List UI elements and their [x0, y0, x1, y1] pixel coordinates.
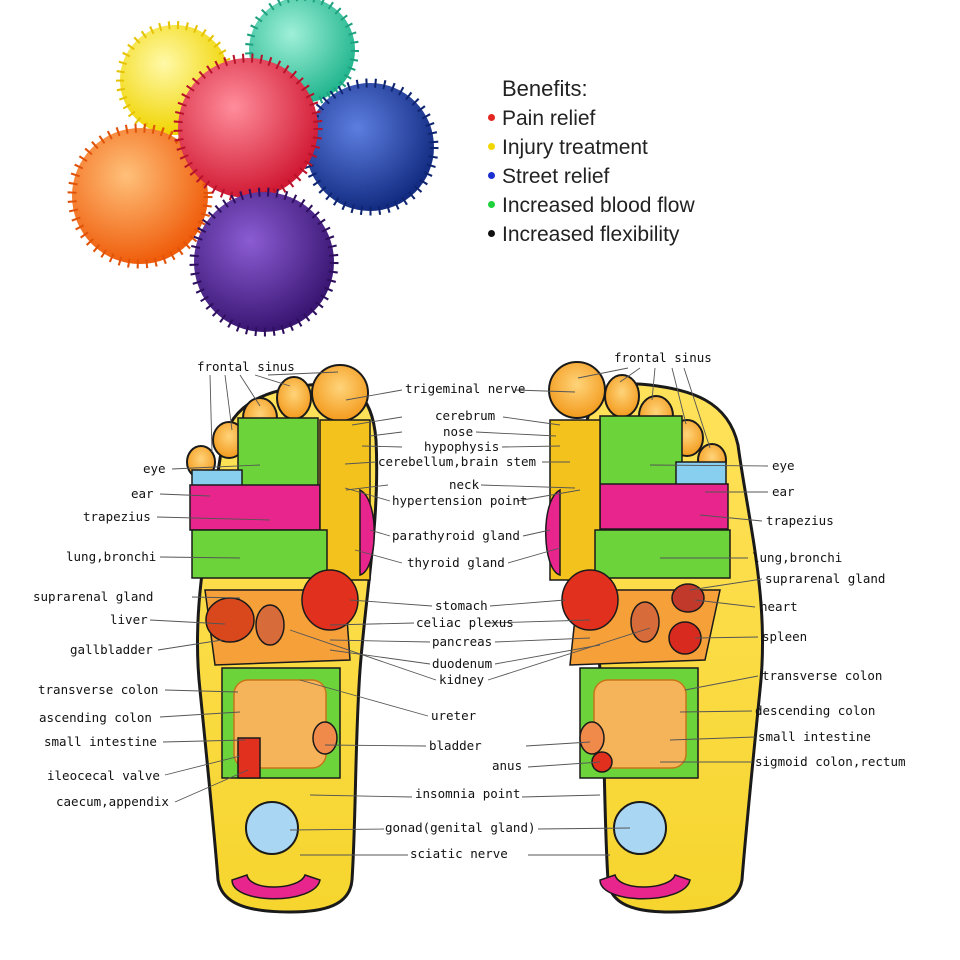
label-suprarenal-gland-right: suprarenal gland — [765, 571, 885, 586]
label-transverse-colon-left: transverse colon — [38, 682, 158, 697]
label-hypertension-point: hypertension point — [392, 493, 527, 508]
benefit-item: Increased flexibility — [488, 220, 695, 249]
label-lung-bronchi-left: lung,bronchi — [66, 549, 156, 564]
label-thyroid-gland: thyroid gland — [407, 555, 505, 570]
label-trapezius-left: trapezius — [83, 509, 151, 524]
label-ear-right: ear — [772, 484, 795, 499]
label-trigeminal-nerve: trigeminal nerve — [405, 381, 525, 396]
label-trapezius-right: trapezius — [766, 513, 834, 528]
benefit-item: Increased blood flow — [488, 191, 695, 220]
label-transverse-colon-right: transverse colon — [762, 668, 882, 683]
label-ear-left: ear — [131, 486, 154, 501]
benefits-heading: Benefits: — [502, 76, 588, 101]
benefits-list: Pain relief Injury treatment Street reli… — [488, 104, 695, 249]
label-frontal-sinus-left: frontal sinus — [197, 359, 295, 374]
label-parathyroid-gland: parathyroid gland — [392, 528, 520, 543]
label-sciatic-nerve: sciatic nerve — [410, 846, 508, 861]
label-duodenum: duodenum — [432, 656, 492, 671]
label-ileocecal-valve: ileocecal valve — [47, 768, 160, 783]
benefits-panel: Benefits: Pain relief Injury treatment S… — [488, 76, 695, 249]
label-nose: nose — [443, 424, 473, 439]
label-lung-bronchi-right: lung,bronchi — [752, 550, 842, 565]
label-ascending-colon: ascending colon — [39, 710, 152, 725]
label-insomnia-point: insomnia point — [415, 786, 520, 801]
label-suprarenal-gland-left: suprarenal gland — [33, 589, 153, 604]
label-gonad: gonad(genital gland) — [385, 820, 536, 835]
red-ball — [173, 53, 323, 203]
label-spleen: spleen — [762, 629, 807, 644]
label-bladder: bladder — [429, 738, 482, 753]
label-eye-left: eye — [143, 461, 166, 476]
bullet-icon — [488, 200, 495, 208]
label-anus: anus — [492, 758, 522, 773]
label-cerebellum-brain-stem: cerebellum,brain stem — [378, 454, 536, 469]
label-descending-colon: descending colon — [755, 703, 875, 718]
purple-ball — [189, 187, 339, 337]
blue-ball — [301, 78, 439, 216]
left-foot — [186, 364, 379, 914]
benefit-item: Injury treatment — [488, 133, 695, 162]
label-small-intestine-right: small intestine — [758, 729, 871, 744]
label-neck: neck — [449, 477, 480, 492]
leader-lines — [149, 367, 769, 856]
label-small-intestine-left: small intestine — [44, 734, 157, 749]
label-heart: heart — [760, 599, 798, 614]
label-liver: liver — [110, 612, 148, 627]
benefit-item: Street relief — [488, 162, 695, 191]
label-kidney: kidney — [439, 672, 485, 687]
bullet-icon — [488, 113, 495, 121]
bullet-icon — [488, 142, 495, 150]
label-pancreas: pancreas — [432, 634, 492, 649]
benefit-item: Pain relief — [488, 104, 695, 133]
label-sigmoid-colon-rectum: sigmoid colon,rectum — [755, 754, 906, 769]
label-eye-right: eye — [772, 458, 795, 473]
label-frontal-sinus-right: frontal sinus — [614, 350, 712, 365]
label-caecum-appendix: caecum,appendix — [56, 794, 169, 809]
bullet-icon — [488, 229, 495, 237]
bullet-icon — [488, 171, 495, 179]
label-stomach: stomach — [435, 598, 488, 613]
label-hypophysis: hypophysis — [424, 439, 499, 454]
orange-ball — [67, 123, 213, 269]
label-gallbladder: gallbladder — [70, 642, 153, 657]
labels: frontal sinus eye ear trapezius lung,bro… — [33, 350, 906, 861]
label-cerebrum: cerebrum — [435, 408, 495, 423]
label-ureter: ureter — [431, 708, 477, 723]
massage-balls — [67, 0, 439, 337]
label-celiac-plexus: celiac plexus — [416, 615, 514, 630]
